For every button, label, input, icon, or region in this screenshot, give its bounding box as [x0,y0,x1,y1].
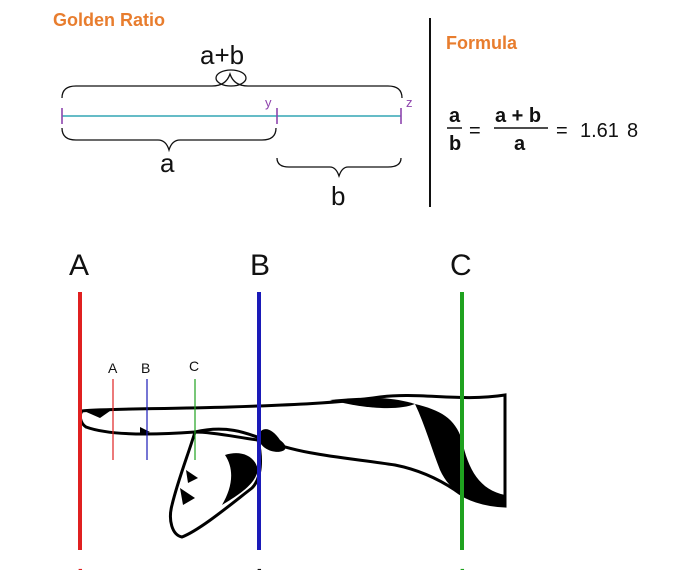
dash-b: - [257,560,262,576]
label-small-a: A [108,360,118,376]
hand-shadow-palm [258,429,286,452]
frac2-denominator: a [514,133,526,155]
thumb-shadow [222,453,258,505]
label-small-b: B [141,360,150,376]
brace-a-plus-b-loop [215,69,247,87]
ratio-value-tail: 8 [627,120,638,142]
label-line-c: C [450,249,472,282]
label-line-b: B [250,249,270,282]
hand-silhouette [78,393,507,539]
label-line-a: A [69,249,89,282]
brace-a [61,127,277,153]
dash-a: - [78,560,83,576]
label-point-y: y [265,95,272,110]
golden-ratio-title: Golden Ratio [53,10,165,30]
ratio-diagram [61,69,403,179]
label-a-plus-b: a+b [200,40,244,70]
brace-b [276,157,402,179]
formula: a b = a + b a = 1.61 8 [447,105,638,155]
fingertip-shadow [84,411,110,418]
frac1-numerator: a [449,105,461,127]
frac2-numerator: a + b [495,105,541,127]
label-small-c: C [189,358,199,374]
hand-shadow-top [330,397,415,409]
label-a: a [160,148,175,178]
equals-sign-2: = [556,120,568,142]
brace-a-plus-b [61,71,403,99]
equals-sign-1: = [469,120,481,142]
label-b: b [331,181,345,211]
formula-title: Formula [446,33,518,53]
label-point-z: z [406,95,413,110]
thumb-nail-shadow [180,470,198,505]
frac1-denominator: b [449,133,461,155]
ratio-value: 1.61 [580,120,619,142]
hand-outline [78,393,507,508]
dash-c: - [460,560,465,576]
